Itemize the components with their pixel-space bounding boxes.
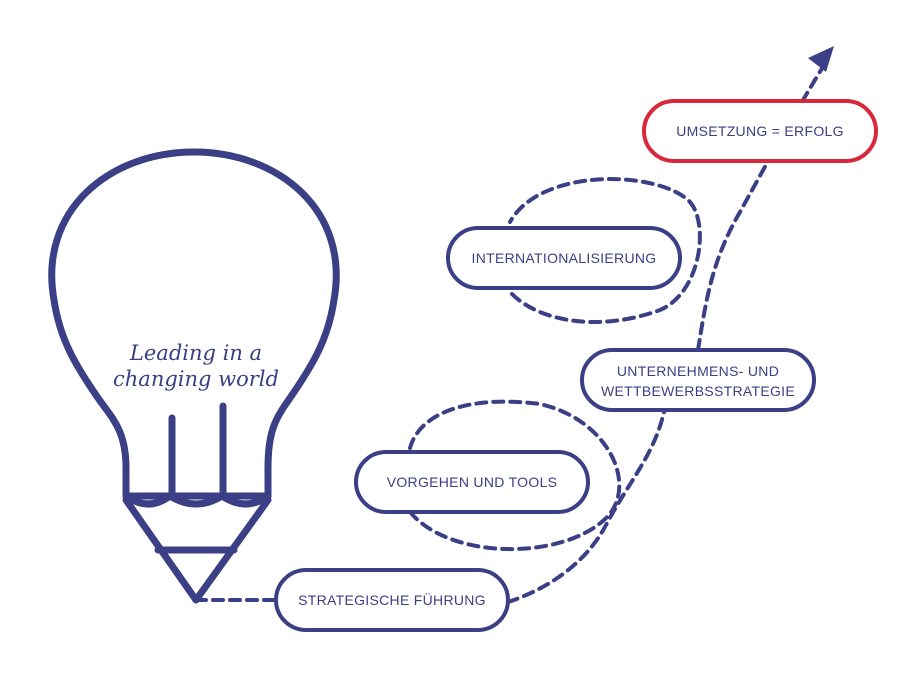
path-segment-rise — [506, 410, 666, 604]
step-pill-highlight — [642, 99, 878, 163]
step-label: INTERNATIONALISIERUNG — [472, 250, 657, 266]
step-label: STRATEGISCHE FÜHRUNG — [298, 591, 486, 608]
step-pill — [446, 226, 682, 290]
step-unternehmens-und-wettbewerbsstrategie: UNTERNEHMENS- UND WETTBEWERBSSTRATEGIE — [580, 348, 816, 412]
step-strategische-fuehrung: STRATEGISCHE FÜHRUNG — [274, 568, 510, 632]
loop-internationalisierung — [508, 177, 702, 324]
loop-vorgehen — [408, 399, 622, 551]
arrow-head-icon — [808, 46, 834, 72]
bulb-text-line1: Leading in a — [129, 341, 262, 365]
step-label-line1: UNTERNEHMENS- UND — [617, 363, 779, 379]
step-pill — [354, 450, 590, 514]
step-label-line2: WETTBEWERBSSTRATEGIE — [601, 383, 795, 399]
bulb-outline — [48, 148, 340, 500]
step-vorgehen-und-tools: VORGEHEN UND TOOLS — [354, 450, 590, 514]
bulb-text-line2: changing world — [113, 367, 279, 391]
step-internationalisierung: INTERNATIONALISIERUNG — [446, 226, 682, 290]
step-pill — [580, 348, 816, 412]
step-label: UMSETZUNG = ERFOLG — [676, 123, 844, 139]
step-umsetzung-erfolg: UMSETZUNG = ERFOLG — [642, 99, 878, 163]
step-label: VORGEHEN UND TOOLS — [387, 474, 558, 490]
bulb-cap-scallops — [122, 492, 272, 508]
step-pill — [274, 568, 510, 632]
